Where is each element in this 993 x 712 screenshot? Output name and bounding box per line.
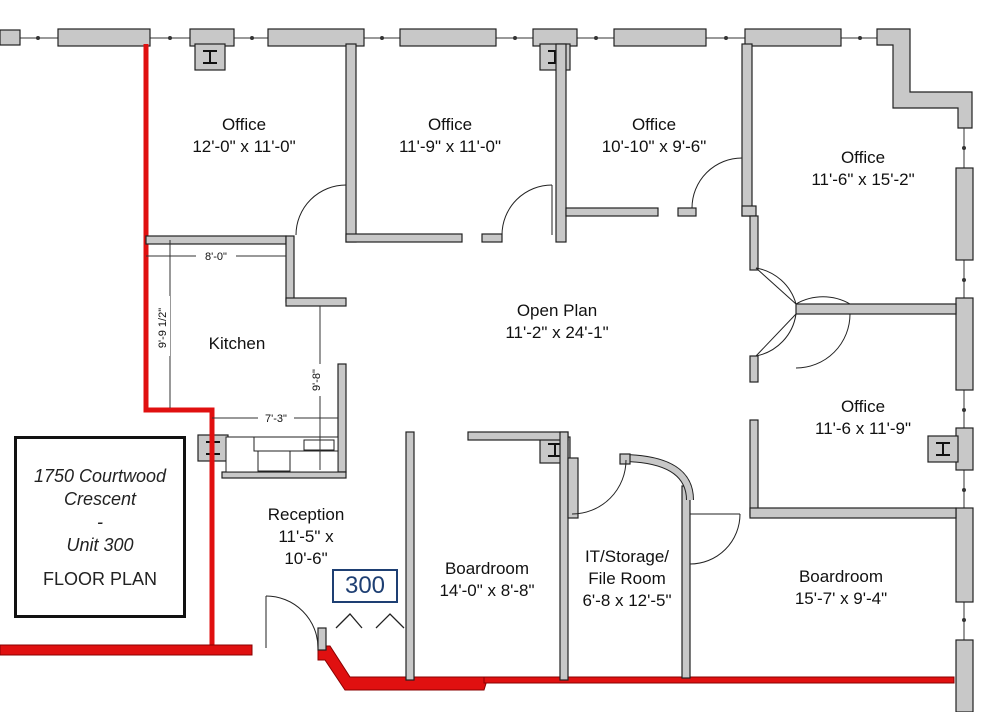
kitchen-counter <box>225 436 339 473</box>
room-name: Boardroom <box>799 567 883 586</box>
room-name: Office <box>428 115 472 134</box>
unit-line: Unit 300 <box>66 535 134 555</box>
column-icon <box>927 435 959 463</box>
room-labels: Office 12'-0" x 11'-0" Office 11'-9" x 1… <box>192 115 914 610</box>
room-name: Kitchen <box>209 334 266 353</box>
unit-number-badge: 300 <box>332 569 398 603</box>
room-name: Reception <box>268 505 345 524</box>
room-size: 11'-9" x 11'-0" <box>399 137 501 156</box>
room-size: 15'-7' x 9'-4" <box>795 589 887 608</box>
room-name: IT/Storage/ <box>585 547 669 566</box>
top-exterior-wall <box>0 28 973 129</box>
dimension-label: 9'-9 1/2" <box>157 308 169 348</box>
room-name: File Room <box>588 569 665 588</box>
dimension-labels: 8'-0" 9'-9 1/2" 9'-8" 7'-3" <box>156 250 324 425</box>
room-size: 6'-8 x 12'-5" <box>582 591 671 610</box>
room-name: Office <box>841 397 885 416</box>
room-name: Boardroom <box>445 559 529 578</box>
room-size: 14'-0" x 8'-8" <box>439 581 534 600</box>
title-block: 1750 Courtwood Crescent - Unit 300 FLOOR… <box>14 436 186 618</box>
address-line: 1750 Courtwood <box>33 466 167 486</box>
room-size: 11'-2" x 24'-1" <box>505 323 608 342</box>
room-name: Office <box>841 148 885 167</box>
separator-text: - <box>97 512 103 532</box>
room-size: 11'-6 x 11'-9" <box>815 419 911 438</box>
dimension-label: 9'-8" <box>311 369 323 391</box>
right-exterior-wall <box>955 128 974 712</box>
room-size: 12'-0" x 11'-0" <box>192 137 295 156</box>
dimension-label: 8'-0" <box>205 251 227 263</box>
room-size: 10'-10" x 9'-6" <box>602 137 707 156</box>
interior-walls <box>145 43 957 681</box>
room-name: Open Plan <box>517 301 597 320</box>
column-icon <box>194 43 226 71</box>
room-size: 11'-6" x 15'-2" <box>811 170 914 189</box>
address-line: Crescent <box>63 489 137 509</box>
floor-plan-label: FLOOR PLAN <box>42 569 158 589</box>
room-size: 10'-6" <box>284 549 327 568</box>
red-boundary-walls <box>0 44 955 691</box>
room-size: 11'-5" x <box>278 527 334 546</box>
room-name: Office <box>222 115 266 134</box>
dimension-label: 7'-3" <box>265 413 287 425</box>
room-name: Office <box>632 115 676 134</box>
doors <box>265 157 851 649</box>
